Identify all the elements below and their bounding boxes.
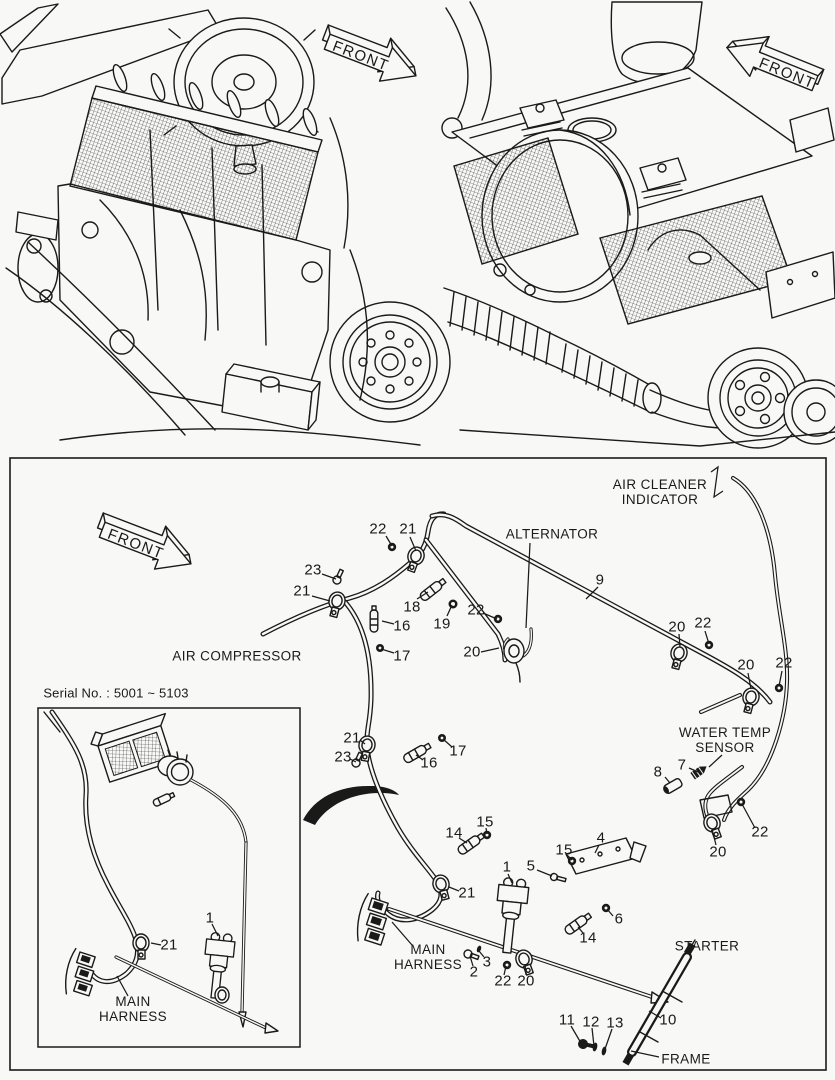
part-8-connector bbox=[663, 778, 683, 794]
callout-22: 22 bbox=[751, 823, 769, 841]
inset-harness-art bbox=[43, 709, 279, 1034]
diagram-panel-border bbox=[9, 457, 827, 1071]
label-frame: FRAME bbox=[661, 1051, 711, 1067]
part-4-bracket bbox=[565, 837, 647, 875]
callout-1: 1 bbox=[502, 858, 512, 876]
callout-21: 21 bbox=[458, 884, 476, 902]
callout-22: 22 bbox=[494, 972, 512, 990]
engine-view-left: FRONT bbox=[0, 3, 451, 446]
callout-22: 22 bbox=[369, 520, 387, 538]
label-main-harness: MAIN HARNESS bbox=[393, 941, 463, 972]
callout-21: 21 bbox=[343, 729, 361, 747]
label-main-harness-inset: MAIN HARNESS bbox=[98, 993, 168, 1024]
callout-16: 16 bbox=[393, 617, 411, 635]
callout-11: 11 bbox=[558, 1011, 576, 1029]
callout-20: 20 bbox=[463, 643, 481, 661]
serial-inset-border bbox=[37, 707, 301, 1048]
callout-20: 20 bbox=[517, 972, 535, 990]
callout-15: 15 bbox=[476, 813, 494, 831]
callout-14: 14 bbox=[579, 929, 597, 947]
callout-16: 16 bbox=[420, 754, 438, 772]
callout-22: 22 bbox=[467, 601, 485, 619]
label-air-cleaner-indicator: AIR CLEANER INDICATOR bbox=[612, 476, 708, 507]
part-7-water-temp-sensor bbox=[690, 766, 707, 780]
callout-5: 5 bbox=[526, 857, 536, 875]
callout-21: 21 bbox=[399, 520, 417, 538]
callout-21: 21 bbox=[160, 936, 178, 954]
callout-17: 17 bbox=[393, 647, 411, 665]
callout-20: 20 bbox=[668, 618, 686, 636]
callout-22: 22 bbox=[775, 654, 793, 672]
callout-13: 13 bbox=[606, 1014, 624, 1032]
callout-17: 17 bbox=[449, 742, 467, 760]
harness-diagram-art: FRONT bbox=[43, 465, 790, 1066]
engine-view-right: FRONT bbox=[441, 1, 835, 449]
callout-10: 10 bbox=[659, 1011, 677, 1029]
callout-20: 20 bbox=[709, 843, 727, 861]
callout-23: 23 bbox=[304, 561, 322, 579]
callout-15: 15 bbox=[555, 841, 573, 859]
callout-22: 22 bbox=[694, 614, 712, 632]
leader-lines bbox=[116, 465, 783, 1058]
callout-7: 7 bbox=[677, 756, 687, 774]
swoosh-mark bbox=[303, 785, 399, 825]
callout-4: 4 bbox=[596, 829, 606, 847]
front-arrow-icon: FRONT bbox=[96, 512, 192, 570]
label-starter: STARTER bbox=[674, 938, 740, 954]
callout-2: 2 bbox=[469, 963, 479, 981]
callout-3: 3 bbox=[482, 953, 492, 971]
part-1-solenoid bbox=[496, 877, 530, 954]
callout-14: 14 bbox=[445, 824, 463, 842]
fasteners bbox=[332, 542, 784, 970]
callout-20: 20 bbox=[737, 656, 755, 674]
front-arrow-icon: FRONT bbox=[726, 35, 825, 93]
callout-23: 23 bbox=[334, 748, 352, 766]
main-harness-connectors bbox=[356, 892, 389, 946]
callout-19: 19 bbox=[433, 615, 451, 633]
callout-21: 21 bbox=[293, 582, 311, 600]
callout-8: 8 bbox=[653, 763, 663, 781]
callout-1: 1 bbox=[205, 909, 215, 927]
label-water-temp-sensor: WATER TEMP SENSOR bbox=[678, 724, 772, 755]
callout-12: 12 bbox=[582, 1013, 600, 1031]
callout-18: 18 bbox=[403, 598, 421, 616]
label-air-compressor: AIR COMPRESSOR bbox=[172, 648, 302, 664]
clamps bbox=[328, 546, 760, 976]
callout-6: 6 bbox=[614, 910, 624, 928]
front-arrow-icon: FRONT bbox=[321, 24, 417, 82]
callout-9: 9 bbox=[595, 571, 605, 589]
label-serial-no: Serial No. : 5001 ~ 5103 bbox=[43, 685, 189, 701]
label-alternator: ALTERNATOR bbox=[505, 526, 599, 542]
